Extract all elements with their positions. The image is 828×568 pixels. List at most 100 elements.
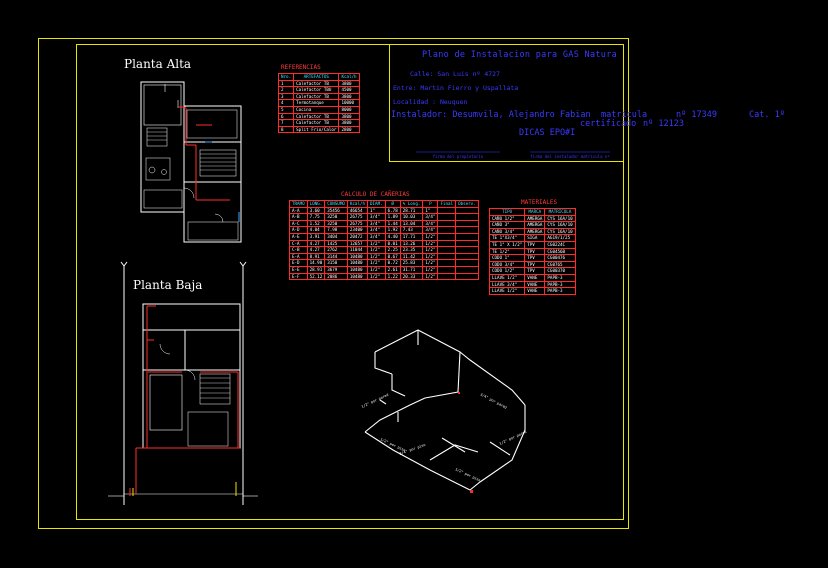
calculo-cell: [437, 206, 457, 215]
project-matricula: matricula: [601, 110, 648, 120]
calculo-cell: 1.89: [384, 213, 401, 221]
calculo-cell: 1.52: [306, 219, 326, 228]
referencias-cell: 5: [277, 105, 295, 114]
calculo-cell: 4.40: [384, 232, 401, 241]
calculo-cell: 8.91: [306, 252, 326, 261]
calculo-cell: A-B: [289, 213, 308, 221]
isometric-labels: 1/2" por pared 1/2" por piso 3/4" por pa…: [361, 392, 527, 482]
calculo-header-cell: CONSUMO: [324, 200, 348, 208]
materiales-cell: CAÑO 3": [488, 221, 526, 229]
calculo-cell: [455, 206, 479, 215]
calculo-cell: 4.27: [306, 239, 326, 248]
calculo-cell: 4.27: [306, 246, 326, 254]
project-locality: Localidad : Neuquen: [393, 98, 468, 106]
calculo-cell: [455, 232, 479, 241]
svg-text:1/2" por piso: 1/2" por piso: [455, 467, 482, 482]
calculo-cell: [437, 252, 457, 261]
calculo-cell: C-B: [289, 246, 308, 254]
project-installer: Instalador: Desumvila, Alejandro Fabian: [391, 110, 591, 120]
referencias-header-cell: Nro.: [277, 73, 295, 81]
calculo-cell: 1.44: [384, 219, 401, 228]
referencias-cell: 3800: [338, 119, 360, 127]
calculo-cell: 2086: [324, 272, 348, 281]
calculo-cell: 1/2": [422, 252, 439, 261]
referencias-cell: 6: [277, 112, 295, 121]
materiales-cell: TE 1"X3/4": [488, 234, 526, 242]
calculo-cell: 1": [367, 206, 386, 215]
calculo-cell: 1/2": [422, 246, 439, 254]
lower-floor-pipes: [129, 305, 240, 496]
calculo-cell: 1/2": [422, 239, 439, 248]
svg-text:3/4" por pared: 3/4" por pared: [480, 392, 508, 409]
calculo-cell: [455, 272, 479, 281]
lower-floor-plan: [108, 261, 258, 505]
referencias-cell: Calefactor TB: [293, 119, 340, 127]
referencias-cell: Calefactor TB: [293, 92, 340, 101]
referencias-cell: 3800: [338, 92, 360, 101]
materiales-cell: AMERGA: [524, 227, 546, 236]
calculo-cell: 1/2": [422, 265, 439, 274]
materiales-cell: TPV: [524, 247, 546, 256]
calculo-cell: C-A: [289, 239, 308, 248]
materiales-cell: CG00476: [544, 254, 576, 262]
calculo-cell: 3150: [324, 259, 348, 267]
calculo-cell: [437, 246, 457, 254]
svg-text:1/2" por pared: 1/2" por pared: [499, 430, 527, 446]
calculo-cell: 3/4": [367, 226, 386, 234]
referencias-cell: 8000: [338, 105, 360, 114]
calculo-cell: 20.33: [399, 272, 424, 281]
materiales-cell: CG0224C: [544, 240, 576, 249]
project-address: Calle: San Luis nº 4727: [410, 70, 501, 78]
upper-floor-blue-marks: [205, 141, 240, 222]
calculo-cell: 1/2": [422, 272, 439, 281]
lower-floor-title: Planta Baja: [133, 278, 203, 292]
materiales-cell: AMERGA: [524, 221, 546, 229]
calculo-cell: [455, 219, 479, 228]
calculo-cell: 7.43: [399, 226, 424, 234]
calculo-header-cell: P: [422, 200, 439, 208]
calculo-header-cell: LONG.: [306, 200, 326, 208]
calculo-header-cell: % Long.: [399, 200, 424, 208]
isometric-red-marks: [458, 392, 473, 493]
materiales-cell: LLAVE 3/4": [488, 280, 526, 289]
calculo-cell: 0.72: [384, 259, 401, 267]
calculo-cell: 1/2": [422, 232, 439, 241]
referencias-header-cell: ARTEFACTOS: [293, 73, 340, 81]
calculo-cell: 13.26: [399, 239, 424, 248]
calculo-cell: 3.60: [306, 206, 326, 215]
referencias-title: REFERENCIAS: [281, 64, 321, 71]
referencias-cell: 1: [277, 79, 295, 88]
calculo-cell: 25.83: [399, 259, 424, 267]
materiales-cell: VANE: [524, 280, 546, 289]
calculo-cell: A-C: [289, 219, 308, 228]
calculo-cell: 10480: [346, 265, 369, 274]
referencias-cell: 3: [277, 92, 295, 101]
calculo-cell: 10.03: [399, 213, 424, 221]
calculo-cell: 1/2": [367, 272, 386, 281]
project-certificate-number: nº 12123: [643, 119, 684, 129]
materiales-cell: SIGA: [524, 234, 546, 242]
calculo-cell: [437, 213, 457, 221]
referencias-cell: 10000: [338, 99, 360, 107]
project-matricula-number: nº 17349: [676, 110, 717, 120]
calculo-cell: [437, 272, 457, 281]
materiales-cell: CODO 1": [488, 254, 526, 262]
calculo-cell: [437, 259, 457, 267]
calculo-cell: 6.78: [384, 206, 401, 215]
materiales-cell: LLAVE 1/2": [488, 287, 526, 295]
